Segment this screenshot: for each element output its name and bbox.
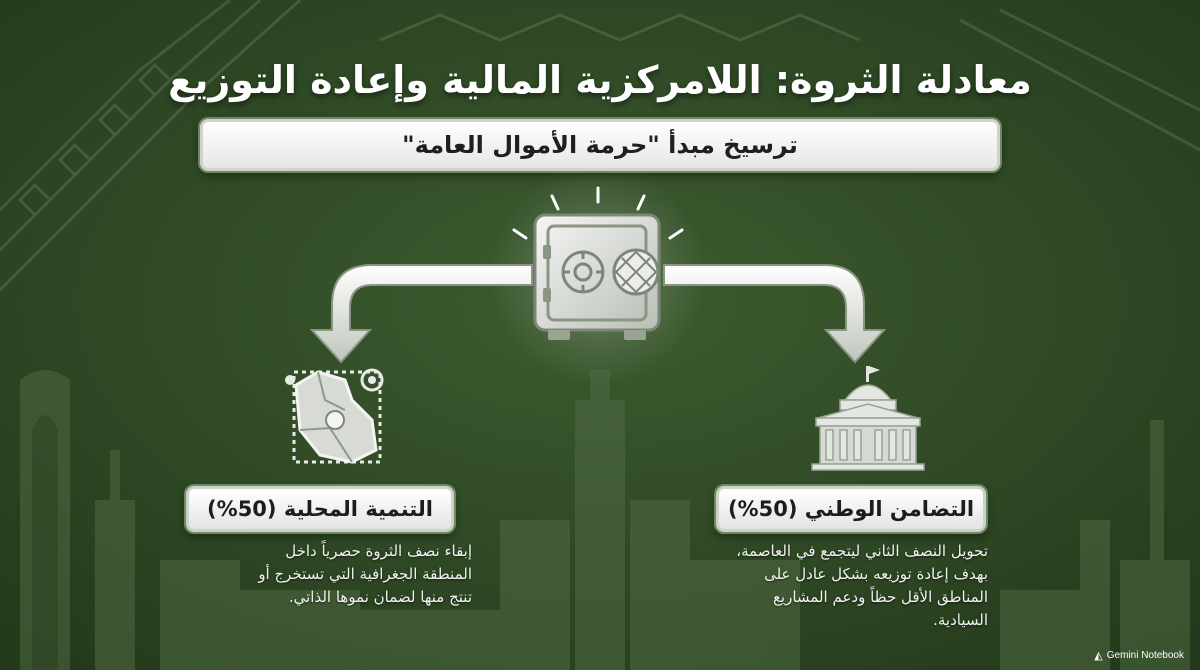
sadu-pattern-decoration [0,0,1200,292]
local-development-description: إبقاء نصف الثروة حصرياً داخل المنطقة الج… [258,542,472,606]
local-development-label: التنمية المحلية (50%) [186,486,454,532]
principle-banner-text: ترسيخ مبدأ "حرمة الأموال العامة" [402,131,798,159]
arrow-to-national [663,264,887,364]
footer-brand: ◭ Gemini Notebook [1094,649,1184,662]
safe-vault-icon [533,213,661,340]
principle-banner: ترسيخ مبدأ "حرمة الأموال العامة" [200,119,1000,171]
gemini-notebook-logo-icon: ◭ [1094,650,1103,662]
footer-brand-text: Gemini Notebook [1106,650,1184,661]
national-solidarity-description: تحويل النصف الثاني ليتجمع في العاصمة، به… [736,542,988,629]
government-building-icon [811,366,925,471]
national-solidarity-label: التضامن الوطني (50%) [716,486,986,532]
local-development-label-text: التنمية المحلية (50%) [207,497,433,521]
arrow-to-local [309,264,533,364]
map-region-icon [285,368,384,464]
national-solidarity-label-text: التضامن الوطني (50%) [727,497,975,521]
city-skyline-silhouette [20,370,1190,670]
page-title: معادلة الثروة: اللامركزية المالية وإعادة… [168,58,1032,102]
safe-light-rays [512,186,684,240]
